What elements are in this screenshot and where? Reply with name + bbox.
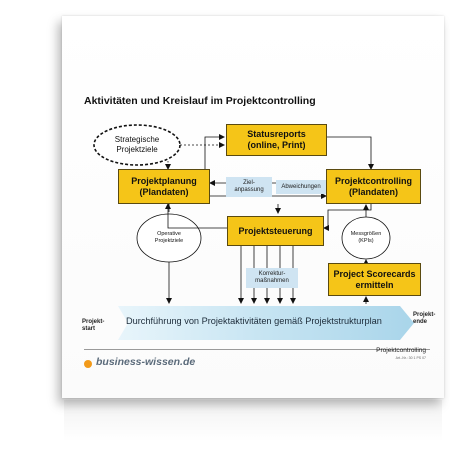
page-reflection xyxy=(64,400,442,442)
diagram-title: Aktivitäten und Kreislauf im Projektcont… xyxy=(84,95,316,107)
korrekturmassnahmen-label: Korrektur- maßnahmen xyxy=(246,268,298,288)
projektplanung-box: Projektplanung (Plandaten) xyxy=(118,169,210,204)
banner-arrow xyxy=(118,306,414,340)
footer-divider xyxy=(84,349,430,350)
projektende-label: Projekt- ende xyxy=(413,312,436,325)
document-name: Projektcontrolling xyxy=(376,347,426,354)
projektsteuerung-box: Projektsteuerung xyxy=(227,216,324,246)
abweichungen-label: Abweichungen xyxy=(276,180,326,194)
banner-text: Durchführung von Projektaktivitäten gemä… xyxy=(126,316,382,326)
zielanpassung-label: Ziel- anpassung xyxy=(226,177,272,197)
operative-ziele-label: Operative Projektziele xyxy=(154,231,184,244)
document-number: Art.-Nr.: 30 1 PS 07 xyxy=(395,356,426,360)
projektcontrolling-box: Projektcontrolling (Plandaten) xyxy=(326,169,421,204)
statusreports-box: Statusreports (online, Print) xyxy=(226,124,327,156)
logo-text: business-wissen.de xyxy=(96,356,196,368)
projektstart-label: Projekt- start xyxy=(82,319,105,332)
scorecards-box: Project Scorecards ermitteln xyxy=(328,263,421,296)
strategische-ziele-label: Strategische Projektziele xyxy=(114,135,160,154)
logo-dot-icon xyxy=(84,360,92,368)
messgroessen-label: Messgrößen (KPIs) xyxy=(350,231,382,244)
